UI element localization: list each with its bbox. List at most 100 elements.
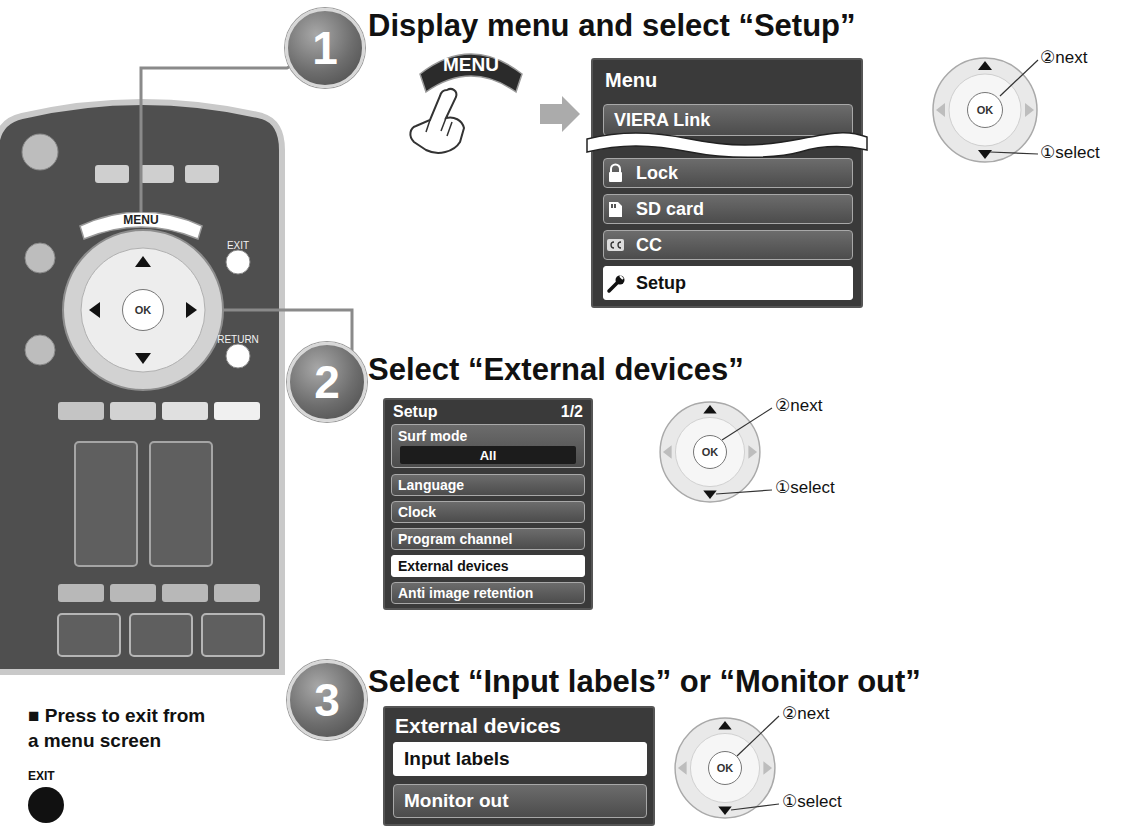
selected-menu-item: Input labels [393,742,647,776]
menu-item-text: Program channel [398,531,512,547]
ok-button: OK [693,435,727,469]
remote-button: MENU [78,212,204,240]
ok-button: OK [967,92,1003,128]
leader-lines [990,152,1038,154]
step-number-circle-text: 2 [314,355,340,409]
remote-body [0,102,282,672]
ok-button-text: OK [702,446,719,458]
menu-item-text: Lock [636,163,678,184]
leader-lines [716,490,772,494]
remote-buttons [162,402,208,420]
menu-item: Clock [391,501,585,523]
ok-button-text: OK [717,762,734,774]
remote-dpad [81,248,205,372]
remote-buttons [110,584,156,602]
remote-dpad [63,230,223,390]
flow-arrow [540,96,580,132]
remote-body [0,102,282,672]
remote-button-text: MENU [123,213,158,227]
ok-button: OK [708,751,742,785]
dpad-callout: ①select [775,478,835,498]
step-number-circle-text: 1 [312,21,338,75]
step-number-circle: 3 [287,660,367,740]
ok-button-text: OK [977,104,994,116]
menu-screen: MenuVIERA LinkLock SD cardCC Setup [591,58,863,308]
menu-setting-box-text: Surf mode [398,428,467,444]
menu-item: Lock [603,158,853,188]
flow-arrow [540,96,580,132]
menu-screen: Setup 1/2Surf modeAllLanguageClockProgram… [383,398,593,610]
step-heading: Display menu and select “Setup” [368,8,856,44]
leader-lines [731,804,779,810]
menu-item-text: Language [398,477,464,493]
pointing-hand [410,89,464,153]
leader-lines [1000,60,1038,96]
setting-value-box: All [400,446,576,464]
selected-menu-item-text: Input labels [404,748,510,770]
remote-buttons [58,584,104,602]
dpad-callout: ①select [1040,143,1100,163]
menu-screen-text: 1/2 [561,403,583,421]
remote-buttons [226,344,250,368]
step-number-circle: 2 [287,342,367,422]
step-number-circle-text: 3 [314,673,340,727]
dpad-callout: ②next [1040,48,1087,68]
button-shape [80,212,202,239]
ok-button-text: OK [135,304,152,316]
menu-item-text: Anti image retention [398,585,533,601]
menu-item-text: Clock [398,504,436,520]
step-heading: Select “Input labels” or “Monitor out” [368,664,921,700]
note-text: ■ Press to exit from a menu screen [28,704,213,753]
exit-button-symbol [28,787,64,823]
menu-item: SD card [603,194,853,224]
remote-buttons [22,134,58,170]
remote-buttons [214,402,260,420]
menu-setting-box: Surf modeAll [391,424,585,468]
button-label: EXIT [28,770,55,784]
remote-buttons [110,402,156,420]
button-label: EXIT [218,240,258,252]
step-heading: Select “External devices” [368,352,744,388]
selected-menu-item-text: Setup [636,273,686,294]
pointing-hand [410,89,464,153]
remote-buttons [22,134,264,656]
remote-dpad [135,353,151,364]
remote-dpad [135,256,151,267]
leader-lines [737,716,779,756]
menu-screen-text: Setup [393,403,437,421]
remote-buttons [214,584,260,602]
remote-buttons [140,165,174,183]
remote-dpad [89,302,100,318]
remote-buttons [150,442,212,566]
step-number-circle: 1 [285,8,365,88]
dpad-callout: ②next [782,704,829,724]
menu-item: Language [391,474,585,496]
menu-button-callout: MENU [418,52,524,94]
remote-buttons [185,165,219,183]
menu-item: Anti image retention [391,582,585,604]
remote-buttons [58,614,120,656]
remote-buttons [162,584,208,602]
pointing-hand [426,118,452,136]
menu-item-text: Monitor out [404,790,508,812]
remote-buttons [202,614,264,656]
menu-item: CC [603,230,853,260]
dpad-symbol [675,718,775,818]
remote-buttons [25,243,55,273]
menu-screen-text: Menu [605,69,657,92]
dpad-callout: ②next [775,396,822,416]
remote-buttons [25,335,55,365]
remote-buttons [58,402,104,420]
leader-lines [722,408,772,440]
remote-buttons [95,165,129,183]
button-label: RETURN [208,334,268,346]
setting-value-box-text: All [480,448,497,463]
menu-button-callout-text: MENU [443,54,499,76]
dpad-callout: ①select [782,792,842,812]
dpad-symbol [933,58,1037,162]
menu-item: VIERA Link [603,104,853,136]
button-shape [420,54,522,92]
dpad-symbol [660,402,760,502]
menu-item-text: VIERA Link [614,110,710,131]
